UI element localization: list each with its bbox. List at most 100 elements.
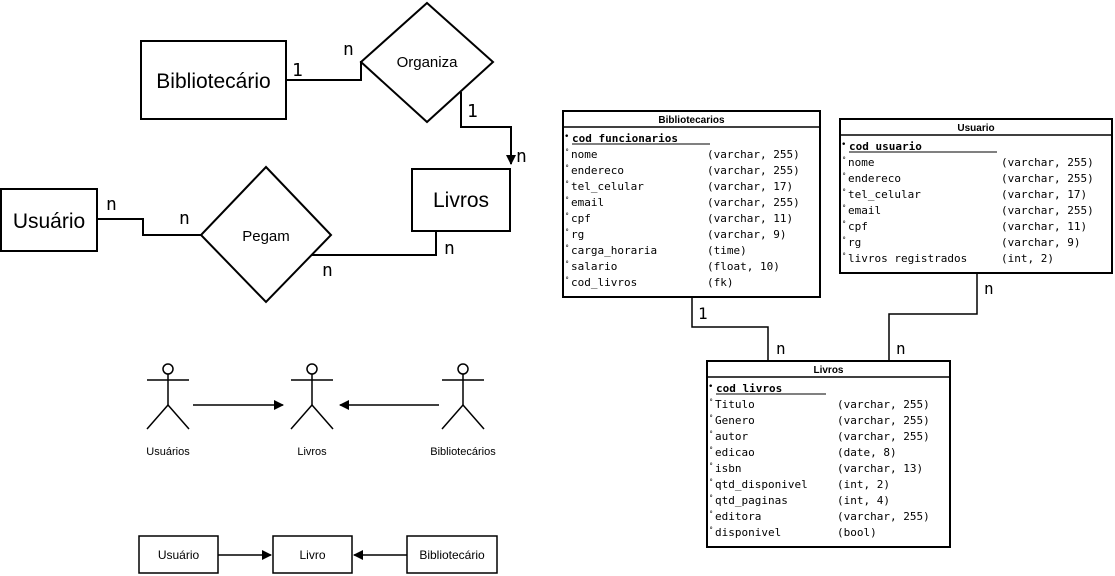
table-column-row[interactable]: °email(varchar, 255) [565, 196, 800, 209]
table-primary-key: cod_livros [716, 382, 782, 395]
pk-marker: • [708, 382, 713, 392]
table-column-row[interactable]: °edicao(date, 8) [709, 446, 897, 459]
cardinality-label: n [444, 238, 455, 259]
column-name: endereco [848, 172, 901, 185]
column-marker: ° [842, 188, 846, 196]
table-column-row[interactable]: °autor(varchar, 255) [709, 430, 930, 443]
column-marker: ° [565, 260, 569, 268]
table-column-row[interactable]: °cod_livros(fk) [565, 276, 734, 289]
column-type: (bool) [837, 526, 877, 539]
actor-usuarios[interactable]: Usuários [146, 363, 190, 458]
flow-box-usuario[interactable]: Usuário [138, 535, 219, 574]
column-type: (varchar, 255) [1001, 172, 1094, 185]
relationship-pegam[interactable]: Pegam [199, 165, 333, 304]
pk-marker: • [841, 140, 846, 150]
table-bibliotecarios[interactable]: Bibliotecarioscod_funcionarios•°nome(var… [562, 110, 821, 298]
table-column-row[interactable]: °cpf(varchar, 11) [565, 212, 793, 225]
table-column-row[interactable]: °carga_horaria(time) [565, 244, 747, 257]
table-column-row[interactable]: °salario(float, 10) [565, 260, 780, 273]
column-name: rg [571, 228, 584, 241]
column-name: endereco [571, 164, 624, 177]
entity-bibliotecario[interactable]: Bibliotecário [140, 40, 287, 120]
column-name: nome [571, 148, 598, 161]
table-column-row[interactable]: °qtd_paginas(int, 4) [709, 494, 890, 507]
column-name: rg [848, 236, 861, 249]
column-name: livros registrados [848, 252, 967, 265]
column-type: (varchar, 255) [707, 196, 800, 209]
column-type: (varchar, 9) [1001, 236, 1080, 249]
usuario-pegam-line [97, 218, 203, 236]
usuario-livros-link [888, 268, 978, 361]
column-type: (varchar, 11) [1001, 220, 1087, 233]
relationship-organiza[interactable]: Organiza [359, 1, 495, 124]
entity-livros[interactable]: Livros [411, 168, 511, 232]
table-column-row[interactable]: °Titulo(varchar, 255) [709, 398, 930, 411]
flow-box-livro[interactable]: Livro [272, 535, 353, 574]
link-cardinality: n [984, 279, 994, 298]
column-name: nome [848, 156, 875, 169]
column-type: (int, 2) [837, 478, 890, 491]
table-column-row[interactable]: °isbn(varchar, 13) [709, 462, 923, 475]
column-type: (varchar, 255) [707, 148, 800, 161]
column-name: edicao [715, 446, 755, 459]
column-name: tel_celular [571, 180, 644, 193]
table-column-row[interactable]: °editora(varchar, 255) [709, 510, 930, 523]
pk-marker: • [564, 132, 569, 142]
table-title: Livros [813, 365, 843, 376]
column-type: (varchar, 255) [837, 430, 930, 443]
column-marker: ° [565, 244, 569, 252]
entity-label: Livros [433, 189, 489, 212]
actor-label: Usuários [146, 446, 190, 458]
table-column-row[interactable]: °qtd_disponivel(int, 2) [709, 478, 890, 491]
column-marker: ° [565, 148, 569, 156]
relationship-label: Pegam [242, 228, 290, 245]
column-name: cpf [571, 212, 591, 225]
column-type: (varchar, 255) [837, 414, 930, 427]
table-column-row[interactable]: °email(varchar, 255) [842, 204, 1094, 217]
table-column-row[interactable]: °Genero(varchar, 255) [709, 414, 930, 427]
cardinality-label: n [106, 194, 117, 215]
actor-label: Bibliotecários [430, 446, 496, 458]
column-marker: ° [709, 446, 713, 454]
table-column-row[interactable]: °endereco(varchar, 255) [842, 172, 1094, 185]
column-type: (varchar, 17) [707, 180, 793, 193]
column-type: (varchar, 255) [837, 510, 930, 523]
table-column-row[interactable]: °tel_celular(varchar, 17) [842, 188, 1087, 201]
cardinality-label: 1 [292, 60, 303, 81]
column-marker: ° [709, 510, 713, 518]
column-type: (fk) [707, 276, 734, 289]
column-name: carga_horaria [571, 244, 657, 257]
column-marker: ° [565, 180, 569, 188]
cardinality-label: n [322, 260, 333, 281]
table-column-row[interactable]: °disponivel(bool) [709, 526, 877, 539]
flow-box-label: Usuário [158, 548, 200, 562]
table-column-row[interactable]: °nome (varchar, 255) [565, 148, 800, 161]
column-name: Genero [715, 414, 755, 427]
table-column-row[interactable]: °rg (varchar, 9) [842, 236, 1080, 249]
column-name: qtd_disponivel [715, 478, 808, 491]
table-column-row[interactable]: °tel_celular (varchar, 17) [565, 180, 793, 193]
actor-bibliotecarios[interactable]: Bibliotecários [430, 363, 496, 458]
column-marker: ° [709, 398, 713, 406]
link-cardinality: 1 [698, 304, 708, 323]
table-column-row[interactable]: °livros registrados(int, 2) [842, 252, 1054, 265]
cardinality-label: n [343, 39, 354, 60]
relationship-label: Organiza [397, 54, 459, 71]
table-column-row[interactable]: °endereco(varchar, 255) [565, 164, 800, 177]
table-column-row[interactable]: °nome(varchar, 255) [842, 156, 1094, 169]
column-type: (varchar, 11) [707, 212, 793, 225]
actor-livros[interactable]: Livros [290, 363, 334, 458]
column-marker: ° [565, 164, 569, 172]
column-marker: ° [565, 196, 569, 204]
column-type: (varchar, 255) [837, 398, 930, 411]
table-column-row[interactable]: °cpf(varchar, 11) [842, 220, 1087, 233]
table-column-row[interactable]: °rg(varchar, 9) [565, 228, 786, 241]
column-marker: ° [842, 236, 846, 244]
column-type: (varchar, 13) [837, 462, 923, 475]
flow-box-bibliotecario[interactable]: Bibliotecário [406, 535, 498, 574]
table-primary-key: cod_funcionarios [572, 132, 678, 145]
entity-usuario[interactable]: Usuário [0, 188, 98, 252]
use-case-diagram: Usuários Livros Bibliotecários [146, 363, 496, 458]
